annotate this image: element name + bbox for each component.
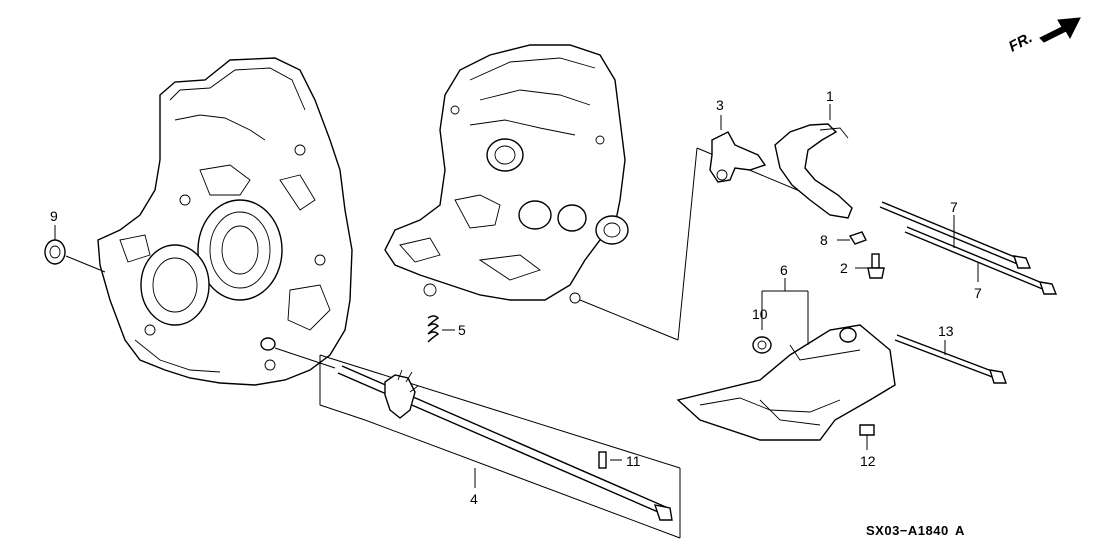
callout-6: 6 (780, 262, 788, 278)
spring-5 (427, 315, 455, 343)
shift-arm-3 (709, 115, 767, 183)
callout-labels: 1 3 9 7 8 2 6 7 10 5 13 12 11 4 (50, 88, 982, 507)
bolt-13 (894, 334, 1007, 384)
front-direction-indicator: FR. (1006, 17, 1081, 56)
callout-10: 10 (752, 306, 768, 322)
callout-11: 11 (626, 453, 641, 469)
control-shaft-4 (319, 354, 681, 539)
callout-8: 8 (820, 232, 828, 248)
diagram-code-text: SX03−A1840 (866, 523, 949, 538)
callout-1: 1 (826, 88, 834, 104)
callout-9: 9 (50, 208, 58, 224)
front-arrow-icon (1039, 17, 1081, 43)
bolt-12 (859, 424, 875, 450)
bolt-8-2 (837, 231, 885, 279)
callout-7b: 7 (974, 285, 982, 301)
diagram-code: SX03−A1840 A (866, 523, 965, 538)
front-label: FR. (1006, 29, 1035, 55)
transmission-housing (97, 57, 353, 386)
bolts-7 (879, 201, 1058, 295)
callout-4: 4 (470, 491, 478, 507)
callout-13: 13 (938, 323, 954, 339)
shift-fork-1 (774, 104, 853, 219)
diagram-revision: A (955, 523, 965, 538)
callout-7a: 7 (950, 199, 958, 215)
callout-5: 5 (458, 322, 466, 338)
bracket-6 (676, 278, 896, 441)
callout-2: 2 (840, 260, 848, 276)
callout-3: 3 (716, 97, 724, 113)
callout-12: 12 (860, 453, 876, 469)
valve-body (384, 44, 629, 304)
oil-seal-9 (44, 225, 106, 273)
pin-11 (598, 451, 622, 469)
